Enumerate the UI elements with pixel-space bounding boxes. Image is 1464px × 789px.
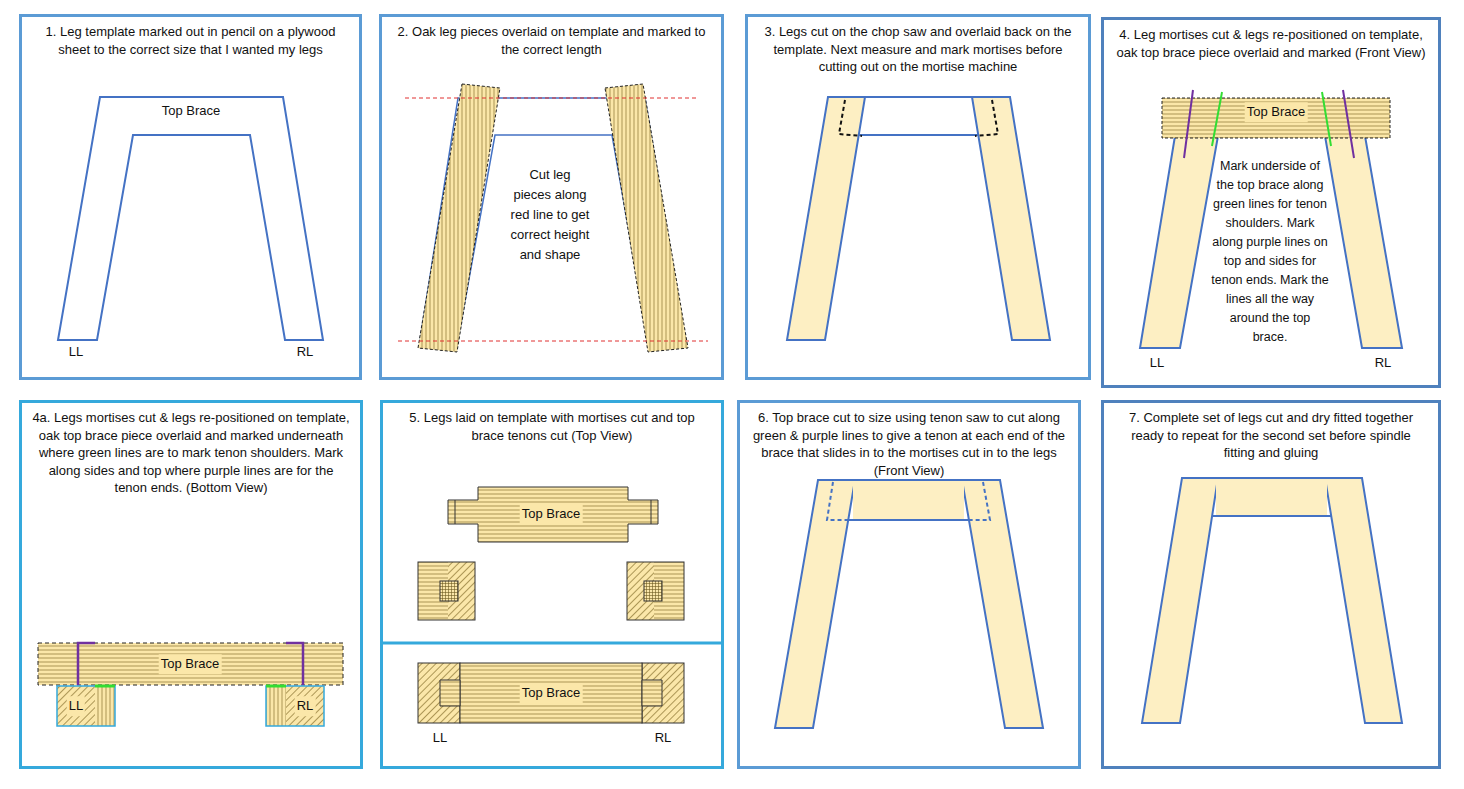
panel-4a-art: [38, 643, 343, 726]
part-label: RL: [297, 342, 314, 362]
step-panel: 6. Top brace cut to size using tenon saw…: [737, 400, 1081, 769]
step-caption: 2. Oak leg pieces overlaid on template a…: [382, 17, 721, 58]
part-label: RL: [1375, 353, 1392, 373]
panel-divider: [381, 642, 722, 645]
step-caption: 6. Top brace cut to size using tenon saw…: [740, 403, 1078, 479]
shoulder-line: [1212, 92, 1222, 146]
template-line: [865, 96, 972, 98]
shoulder-line: [1322, 92, 1331, 146]
cut-line: [398, 341, 708, 342]
shoulder-line: [266, 685, 286, 688]
part-label: Top Brace: [1245, 102, 1308, 122]
leg: [962, 480, 1043, 728]
part-label: LL: [69, 342, 83, 362]
brace-edge: [1212, 515, 1331, 517]
tenon-outline: [969, 482, 990, 520]
top-brace: [448, 487, 658, 542]
mortise: [644, 581, 662, 601]
tenon: [642, 680, 662, 706]
step-caption: 7. Complete set of legs cut and dry fitt…: [1104, 403, 1438, 462]
leg: [787, 97, 865, 340]
step-caption: 4a. Legs mortises cut & legs re-position…: [22, 403, 360, 497]
leg: [972, 97, 1050, 340]
tenon-end: [651, 500, 652, 524]
step-panel: 7. Complete set of legs cut and dry fitt…: [1101, 400, 1441, 769]
tenon: [440, 680, 460, 706]
leg-section: [286, 686, 324, 726]
template-line: [859, 134, 978, 136]
mortise: [440, 581, 458, 601]
part-label: Mark underside of the top brace along gr…: [1211, 157, 1329, 347]
mortise-mark: [975, 100, 998, 136]
step-caption: 1. Leg template marked out in pencil on …: [22, 17, 359, 58]
part-label: LL: [433, 728, 447, 748]
part-label: LL: [1150, 353, 1164, 373]
panel-4-art: [1140, 90, 1402, 348]
part-label: Top Brace: [520, 683, 583, 703]
leg-outline: [418, 562, 475, 620]
tenon-end-line: [1343, 90, 1354, 158]
part-label: RL: [295, 696, 316, 716]
tenon-outline: [827, 482, 849, 520]
leg-section: [57, 686, 95, 726]
brace-edge: [849, 519, 969, 521]
leg: [775, 480, 855, 728]
tenon-end: [455, 500, 456, 524]
step-caption: 4. Leg mortises cut & legs re-positioned…: [1104, 20, 1438, 61]
oak-leg-piece: [605, 84, 688, 352]
leg-section: [418, 663, 460, 723]
top-brace: [1216, 478, 1327, 516]
leg-template: [58, 97, 323, 340]
panel-5-art: [381, 487, 722, 723]
leg-outline: [57, 686, 115, 726]
top-brace: [38, 643, 343, 685]
panel-6-art: [775, 480, 1043, 728]
leg: [1140, 136, 1218, 348]
top-brace: [853, 480, 964, 520]
leg: [1142, 478, 1218, 723]
leg: [1325, 136, 1402, 348]
part-label: RL: [655, 728, 672, 748]
top-brace: [1162, 98, 1390, 138]
mortise-mark: [839, 100, 862, 136]
leg: [1325, 478, 1402, 723]
top-brace: [460, 663, 642, 723]
step-panel: 3. Legs cut on the chop saw and overlaid…: [745, 14, 1091, 380]
part-label: Top Brace: [162, 101, 221, 121]
leg-section: [266, 686, 286, 726]
leg-section: [642, 663, 684, 723]
part-label: LL: [67, 696, 85, 716]
part-label: Top Brace: [520, 504, 583, 524]
oak-leg-piece: [418, 84, 500, 352]
leg-section: [95, 686, 115, 726]
tenon-end-line: [78, 643, 95, 685]
panel-7-art: [1142, 478, 1402, 723]
part-label: Top Brace: [159, 654, 222, 674]
leg-outline: [627, 562, 684, 620]
step-panel: 1. Leg template marked out in pencil on …: [19, 14, 362, 380]
panel-3-art: [787, 97, 1050, 340]
tenon-end-line: [1184, 90, 1193, 158]
leg-outline: [266, 686, 324, 726]
step-panel: 5. Legs laid on template with mortises c…: [380, 400, 724, 769]
panel-2-art: [398, 84, 708, 352]
part-label: Cut leg pieces along red line to get cor…: [510, 165, 590, 265]
shoulder-line: [95, 685, 115, 688]
step-caption: 3. Legs cut on the chop saw and overlaid…: [748, 17, 1088, 76]
cut-line: [405, 98, 697, 99]
brace-edge: [1182, 477, 1362, 479]
tenon-end-line: [286, 643, 303, 685]
brace-edge: [818, 479, 1000, 481]
step-caption: 5. Legs laid on template with mortises c…: [383, 403, 721, 444]
